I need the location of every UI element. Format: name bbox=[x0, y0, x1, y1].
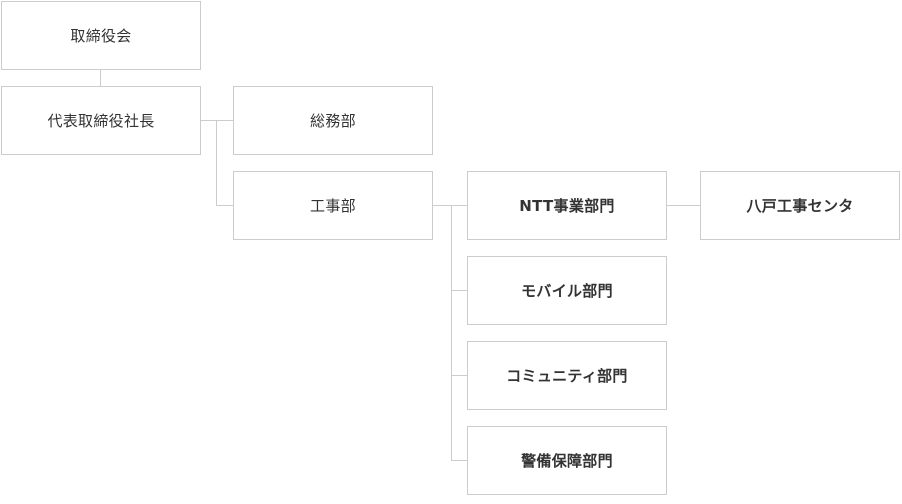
security-division-label: 警備保障部門 bbox=[521, 452, 613, 470]
connector-president-v bbox=[216, 120, 217, 205]
connector-mobile bbox=[451, 290, 467, 291]
connector-board-president bbox=[100, 70, 101, 86]
construction-label: 工事部 bbox=[310, 197, 356, 215]
community-division-label: コミュニティ部門 bbox=[506, 367, 628, 385]
president-box: 代表取締役社長 bbox=[1, 86, 201, 155]
connector-divisions-v bbox=[451, 205, 452, 460]
security-division-box: 警備保障部門 bbox=[467, 426, 667, 495]
hachinohe-center-box: 八戸工事センタ bbox=[700, 171, 900, 240]
hachinohe-center-label: 八戸工事センタ bbox=[746, 197, 854, 215]
connector-construction-h bbox=[433, 205, 467, 206]
board-label: 取締役会 bbox=[70, 27, 132, 45]
ntt-division-box: NTT事業部門 bbox=[467, 171, 667, 240]
president-label: 代表取締役社長 bbox=[47, 112, 155, 130]
mobile-division-box: モバイル部門 bbox=[467, 256, 667, 325]
ntt-division-label: NTT事業部門 bbox=[519, 197, 615, 215]
board-box: 取締役会 bbox=[1, 1, 201, 70]
general-affairs-box: 総務部 bbox=[233, 86, 433, 155]
connector-community bbox=[451, 375, 467, 376]
connector-general-affairs bbox=[216, 120, 233, 121]
connector-president-h bbox=[201, 120, 216, 121]
construction-box: 工事部 bbox=[233, 171, 433, 240]
connector-construction bbox=[216, 205, 233, 206]
mobile-division-label: モバイル部門 bbox=[521, 282, 613, 300]
connector-ntt-hachinohe bbox=[667, 205, 700, 206]
connector-security bbox=[451, 460, 467, 461]
community-division-box: コミュニティ部門 bbox=[467, 341, 667, 410]
general-affairs-label: 総務部 bbox=[310, 112, 356, 130]
